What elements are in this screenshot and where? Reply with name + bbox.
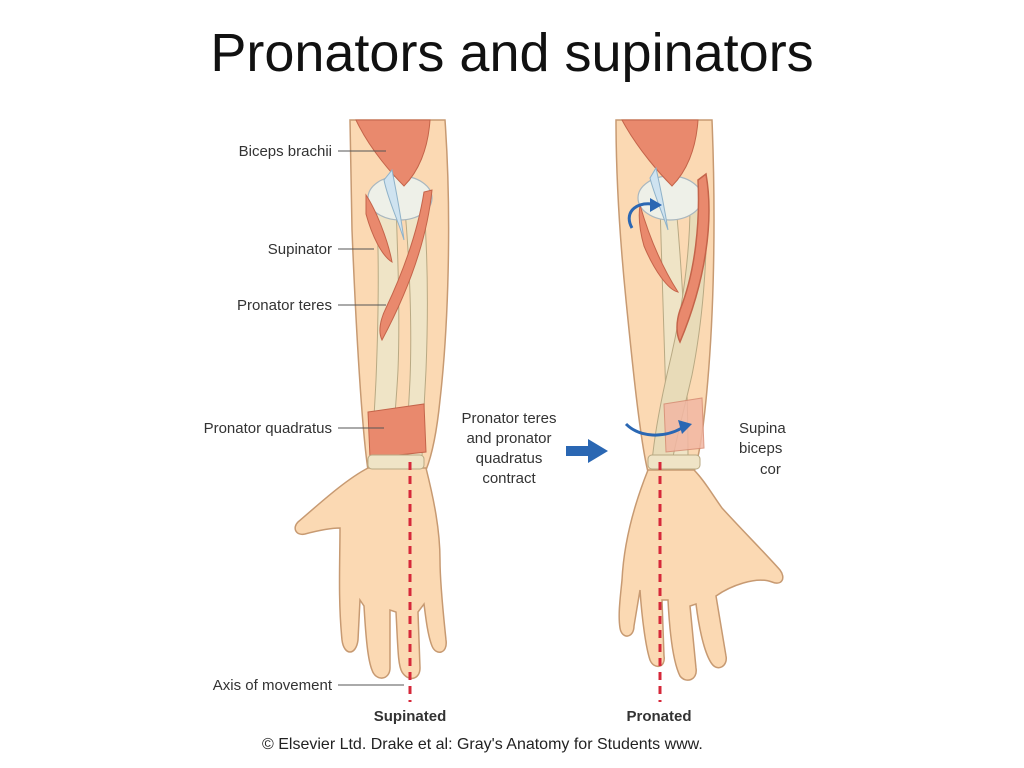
middle-caption-line2: and pronator: [466, 430, 551, 447]
pronated-wrist-bones: [647, 454, 701, 470]
transition-arrow-icon: [566, 439, 608, 463]
right-caption-line2: biceps: [739, 440, 782, 457]
label-pronator-teres: Pronator teres: [237, 297, 332, 314]
pronated-hand-skin: [618, 469, 784, 681]
label-supinator: Supinator: [268, 241, 332, 258]
label-pronator-quadratus: Pronator quadratus: [204, 420, 332, 437]
supinated-biceps-muscle: [355, 119, 431, 187]
supinated-biceps-tendon: [383, 168, 405, 241]
pronated-supinator-muscle: [638, 204, 680, 293]
right-caption-line1: Supina: [739, 420, 786, 437]
supinated-supinator-muscle: [365, 193, 393, 263]
copyright-notice: © Elsevier Ltd. Drake et al: Gray's Anat…: [262, 736, 703, 753]
pronated-biceps-muscle: [621, 119, 699, 187]
label-pronated: Pronated: [626, 708, 691, 725]
label-supinated: Supinated: [374, 708, 447, 725]
middle-caption-line1: Pronator teres: [461, 410, 556, 427]
supinated-pronator-quadratus: [367, 403, 427, 459]
wrist-rotation-arrowhead-icon: [678, 420, 692, 434]
middle-caption-line3: quadratus: [476, 450, 543, 467]
label-axis-of-movement: Axis of movement: [213, 677, 333, 694]
elbow-rotation-arrowhead-icon: [650, 198, 662, 212]
supinated-arm: [294, 119, 450, 702]
pronated-arm: [615, 119, 784, 702]
right-caption-line3: cor: [760, 461, 781, 478]
pronated-pronator-teres: [676, 172, 710, 344]
supinated-pronator-teres: [379, 189, 433, 342]
pronated-biceps-tendon: [649, 166, 669, 231]
supinated-wrist-bones: [367, 454, 425, 470]
wrist-rotation-arrow-icon: [624, 422, 683, 437]
elbow-rotation-arrow-icon: [627, 202, 653, 229]
label-biceps-brachii: Biceps brachii: [239, 143, 332, 160]
supinated-hand-skin: [294, 467, 447, 680]
slide-title: Pronators and supinators: [210, 23, 814, 83]
leader-lines: [338, 150, 404, 686]
middle-caption-line4: contract: [482, 470, 536, 487]
